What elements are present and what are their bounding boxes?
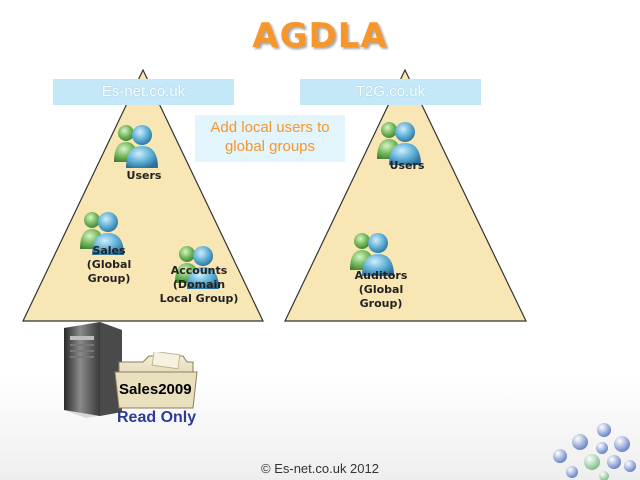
t2g-domain-triangle <box>284 68 527 322</box>
sales-line-1: Sales <box>92 244 126 257</box>
share-permission: Read Only <box>117 409 197 426</box>
dots-logo-icon <box>553 423 636 480</box>
folder-icon <box>114 352 198 409</box>
group-label-t2g-users: Users <box>389 159 425 172</box>
domain-label-t2g: T2G.co.uk <box>300 79 481 105</box>
auditors-line-1: Auditors <box>354 269 408 282</box>
domain-label-es-net: Es-net.co.uk <box>53 79 234 105</box>
accounts-line-2: (Domain <box>172 278 226 291</box>
slide-title: AGDLA <box>252 16 388 56</box>
footer-copyright: © Es-net.co.uk 2012 <box>261 461 379 476</box>
group-label-es-users: Users <box>126 169 162 182</box>
user-group-icon <box>114 125 158 168</box>
group-label-accounts: Accounts (Domain Local Group) <box>156 264 242 306</box>
note-line-2: global groups <box>224 138 316 155</box>
auditors-line-3: Group) <box>359 297 403 310</box>
accounts-line-3: Local Group) <box>159 292 239 305</box>
note-line-1: Add local users to <box>210 119 330 136</box>
server-icon <box>64 322 122 418</box>
sales-line-3: Group) <box>87 272 131 285</box>
accounts-line-1: Accounts <box>170 264 228 277</box>
group-label-auditors: Auditors (Global Group) <box>348 269 414 311</box>
auditors-line-2: (Global <box>358 283 404 296</box>
note-box: Add local users to global groups <box>195 115 345 162</box>
group-label-sales: Sales (Global Group) <box>78 244 140 286</box>
share-name: Sales2009 <box>119 381 192 398</box>
sales-line-2: (Global <box>86 258 132 271</box>
